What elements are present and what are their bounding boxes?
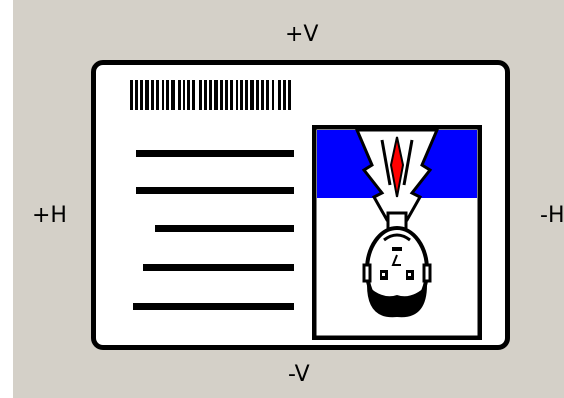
label-plus-h: +H xyxy=(32,205,67,227)
portrait-photo-icon xyxy=(312,125,482,340)
barcode-icon xyxy=(130,80,476,110)
label-minus-h: -H xyxy=(540,205,564,227)
label-plus-v: +V xyxy=(285,24,318,46)
label-minus-v: -V xyxy=(288,364,310,386)
